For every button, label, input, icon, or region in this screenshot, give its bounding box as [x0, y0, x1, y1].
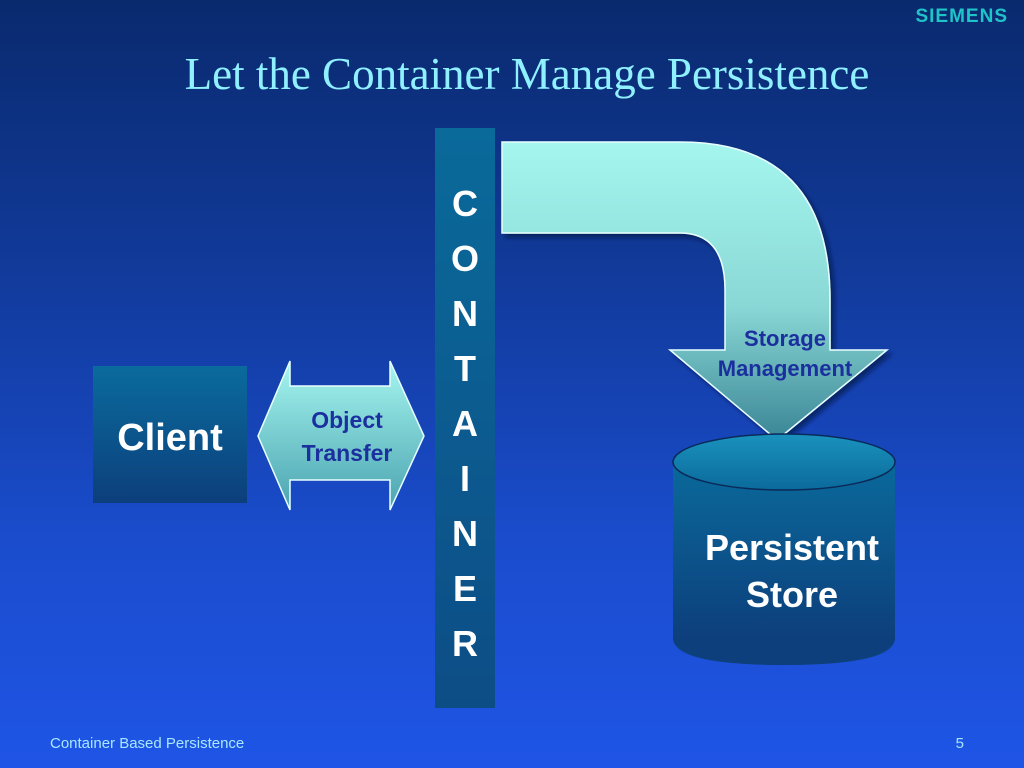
container-letter: C	[452, 183, 478, 224]
container-letter: I	[460, 458, 470, 499]
storage-line2: Management	[718, 356, 853, 381]
object-transfer-line2: Transfer	[302, 440, 393, 466]
store-line2: Store	[746, 574, 838, 615]
siemens-logo: SIEMENS	[915, 6, 1008, 27]
object-transfer-arrow: Object Transfer	[257, 360, 425, 511]
client-box: Client	[93, 366, 247, 503]
footer-text: Container Based Persistence	[50, 735, 245, 752]
container-letter: A	[452, 403, 478, 444]
container-letter: T	[454, 348, 476, 389]
container-letter: E	[453, 568, 477, 609]
container-letter: N	[452, 293, 478, 334]
container-letter: O	[451, 238, 479, 279]
page-number: 5	[955, 735, 964, 752]
container-letter: R	[452, 623, 478, 664]
store-line1: Persistent	[705, 527, 879, 568]
storage-line1: Storage	[744, 326, 826, 351]
persistent-store-cylinder: Persistent Store	[672, 433, 896, 665]
container-letter: N	[452, 513, 478, 554]
slide-title: Let the Container Manage Persistence	[184, 49, 870, 99]
object-transfer-line1: Object	[311, 407, 383, 433]
client-label: Client	[117, 417, 223, 459]
storage-management-arrow: Storage Management	[501, 141, 890, 441]
